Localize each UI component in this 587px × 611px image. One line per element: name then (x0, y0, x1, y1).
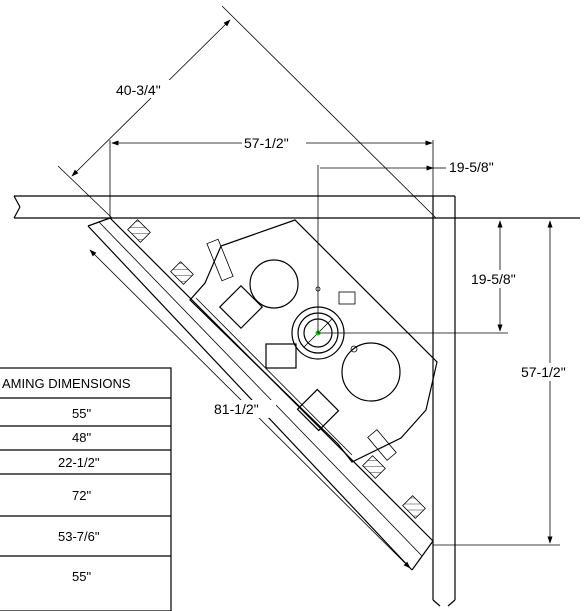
flue-vertical-label: 19-5/8" (471, 271, 516, 287)
stud-hatch (127, 219, 151, 243)
table-row: 53-7/6" (58, 529, 100, 544)
framing-dimensions-table: AMING DIMENSIONS 55" 48" 22-1/2" 72" 53-… (0, 367, 172, 611)
dimension-diagonal-top: 40-3/4" (57, 5, 437, 219)
dimension-right-height: 57-1/2" (433, 220, 583, 546)
table-header: AMING DIMENSIONS (2, 376, 131, 391)
dimension-flue-vertical: 19-5/8" (318, 220, 530, 334)
side-wall (432, 196, 456, 607)
table-row: 55" (72, 569, 91, 584)
dimension-top-width: 57-1/2" (109, 134, 434, 218)
firebox-vent-upper (249, 259, 299, 309)
right-height-label: 57-1/2" (521, 364, 566, 380)
back-wall (13, 195, 580, 219)
diagonal-top-label: 40-3/4" (116, 82, 161, 98)
dimension-flue-horizontal: 19-5/8" (317, 159, 494, 333)
table-row: 72" (72, 488, 91, 503)
diagonal-face-label: 81-1/2" (214, 401, 259, 417)
top-width-label: 57-1/2" (244, 135, 289, 151)
fireplace-unit (189, 219, 438, 463)
table-row: 48" (72, 430, 91, 445)
table-row: 55" (72, 406, 91, 421)
flue-horizontal-label: 19-5/8" (449, 159, 494, 175)
table-row: 22-1/2" (58, 455, 100, 470)
diagonal-framing (87, 217, 434, 571)
stud-hatch (170, 261, 194, 285)
dimension-diagonal-face: 81-1/2" (89, 249, 411, 569)
firebox-vent-lower (341, 342, 401, 402)
